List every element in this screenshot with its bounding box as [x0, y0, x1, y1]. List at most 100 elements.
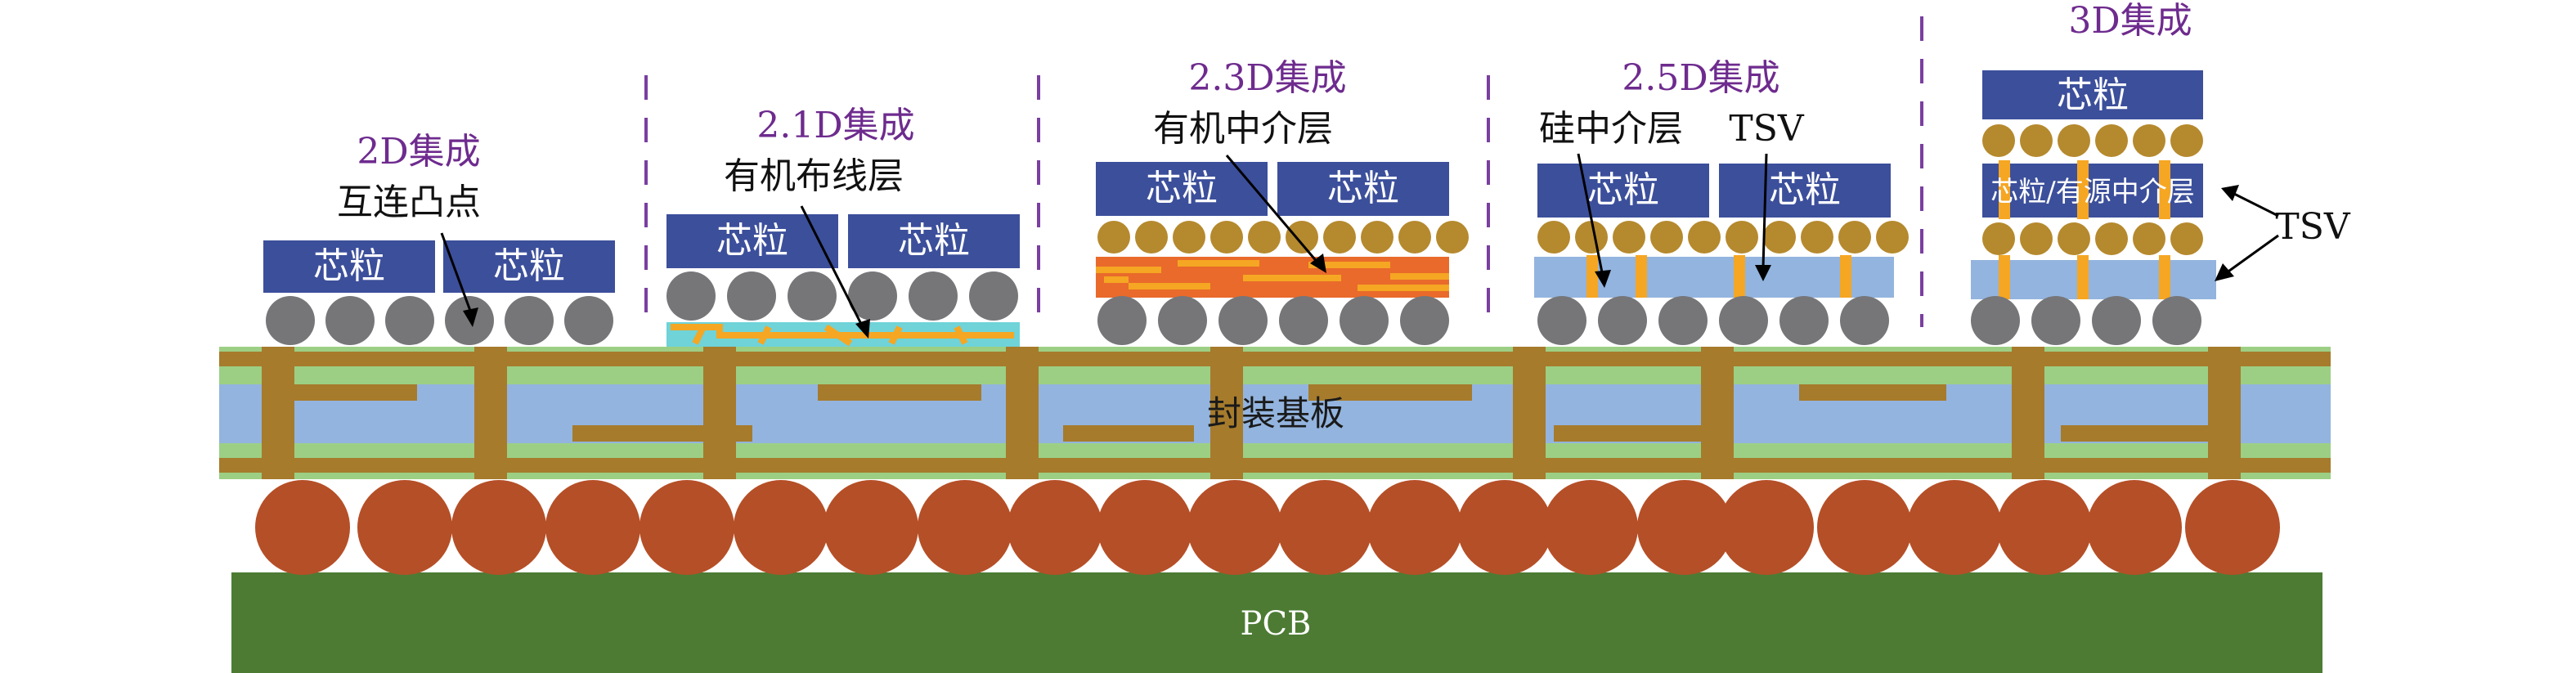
chiplet-21d-right-label: 芯粒 — [898, 220, 970, 262]
bump — [505, 296, 554, 345]
bump — [1719, 296, 1768, 345]
chiplet-25d-right — [1719, 164, 1891, 218]
chiplet-21d-right — [848, 214, 1020, 268]
micro-bump — [1726, 221, 1758, 253]
arrowhead-tsv-3d-upper — [2221, 185, 2239, 201]
chiplet-2d-left-label: 芯粒 — [313, 245, 385, 287]
chiplet-25d-right-label: 芯粒 — [1769, 169, 1841, 211]
interposer-3d-bottom — [1971, 260, 2216, 299]
chiplet-3d-top-label: 芯粒 — [2057, 74, 2129, 116]
substrate-via — [2012, 347, 2044, 479]
substrate-trace-line — [219, 458, 2331, 473]
micro-bump — [2058, 124, 2090, 157]
micro-bumps-23d — [1097, 221, 1469, 253]
solder-ball — [255, 480, 350, 575]
bump — [788, 271, 837, 321]
organic-interposer-traces — [1096, 260, 1449, 291]
micro-bump — [1436, 221, 1469, 253]
solder-ball — [2185, 480, 2280, 575]
micro-bump — [1838, 221, 1871, 253]
bump — [1598, 296, 1647, 345]
micro-bump — [2170, 124, 2203, 157]
substrate-via — [474, 347, 507, 479]
package-substrate: 封装基板 — [219, 347, 2331, 479]
micro-bump — [2058, 222, 2090, 255]
rdl-traces — [671, 324, 1014, 347]
label-organic-rdl: 有机布线层 — [724, 155, 904, 197]
bump — [1218, 296, 1268, 345]
substrate-via — [1513, 347, 1546, 479]
arrowhead-tsv-25d — [1755, 265, 1771, 281]
solder-ball — [1907, 480, 2002, 575]
micro-bump — [1688, 221, 1721, 253]
tsv-column — [1999, 255, 2010, 299]
micro-bumps-3d-mid — [1982, 222, 2203, 255]
arrow-tsv-3d-lower — [2225, 234, 2279, 275]
solder-ball — [1543, 480, 1638, 575]
arrowhead-interconnect-bump — [463, 307, 478, 327]
label-tsv-25d: TSV — [1729, 108, 1804, 150]
substrate-trace-segment — [1308, 384, 1472, 401]
solder-ball — [1277, 480, 1372, 575]
tsv-column — [1734, 255, 1745, 298]
solder-balls — [255, 480, 2280, 575]
solder-ball — [1457, 480, 1552, 575]
solder-ball — [451, 480, 546, 575]
tsv-column — [2077, 255, 2089, 299]
micro-bump — [1613, 221, 1645, 253]
micro-bump — [1763, 221, 1796, 253]
title-25d: 2.5D集成 — [1622, 57, 1779, 99]
micro-bump — [1097, 221, 1130, 253]
solder-ball — [2087, 480, 2182, 575]
solder-ball — [824, 480, 918, 575]
bump — [2092, 296, 2141, 345]
micro-bump — [1982, 222, 2015, 255]
solder-ball — [734, 480, 828, 575]
bump — [727, 271, 776, 321]
pcb-label: PCB — [1241, 605, 1312, 643]
substrate-via — [1210, 347, 1243, 479]
label-organic-interposer: 有机中介层 — [1153, 108, 1333, 150]
bumps-25d — [1537, 296, 1889, 345]
bump — [2031, 296, 2080, 345]
solder-ball — [640, 480, 734, 575]
chiplet-25d-left-label: 芯粒 — [1587, 169, 1659, 211]
bump — [1158, 296, 1207, 345]
title-23d: 2.3D集成 — [1188, 57, 1346, 99]
chiplet-3d-top — [1982, 70, 2203, 119]
tsv-column — [1999, 160, 2010, 219]
arrowhead-silicon-interposer — [1595, 270, 1611, 288]
micro-bump — [1286, 221, 1318, 253]
section-2d: 2D集成 互连凸点 芯粒 芯粒 — [263, 131, 615, 345]
tsv-column — [1636, 255, 1647, 298]
solder-ball — [1719, 480, 1814, 575]
arrow-tsv-25d — [1761, 153, 1768, 269]
chiplet-2d-right — [443, 240, 615, 293]
tsv-bottom-interposer — [1999, 255, 2170, 299]
chiplet-2d-right-label: 芯粒 — [493, 245, 565, 287]
micro-bump — [1876, 221, 1909, 253]
tsv-column — [2159, 255, 2170, 299]
bump — [1097, 296, 1147, 345]
bump — [666, 271, 716, 321]
bump — [266, 296, 315, 345]
micro-bump — [2133, 124, 2165, 157]
bump — [325, 296, 375, 345]
arrow-interconnect-bump — [440, 232, 474, 318]
micro-bump — [1650, 221, 1683, 253]
substrate-via — [1701, 347, 1734, 479]
substrate-trace-segment — [270, 384, 417, 401]
substrate-trace-segment — [1554, 425, 1701, 442]
substrate-trace-segment — [2061, 425, 2224, 442]
micro-bump — [1575, 221, 1608, 253]
chiplet-23d-left-label: 芯粒 — [1146, 168, 1218, 209]
micro-bump — [2170, 222, 2203, 255]
substrate-trace-segment — [818, 384, 981, 401]
tsv-column — [2077, 160, 2089, 219]
micro-bump — [2020, 124, 2053, 157]
chiplet-25d-left — [1537, 164, 1709, 218]
micro-bump — [1248, 221, 1281, 253]
solder-ball — [545, 480, 640, 575]
solder-ball — [1817, 480, 1912, 575]
